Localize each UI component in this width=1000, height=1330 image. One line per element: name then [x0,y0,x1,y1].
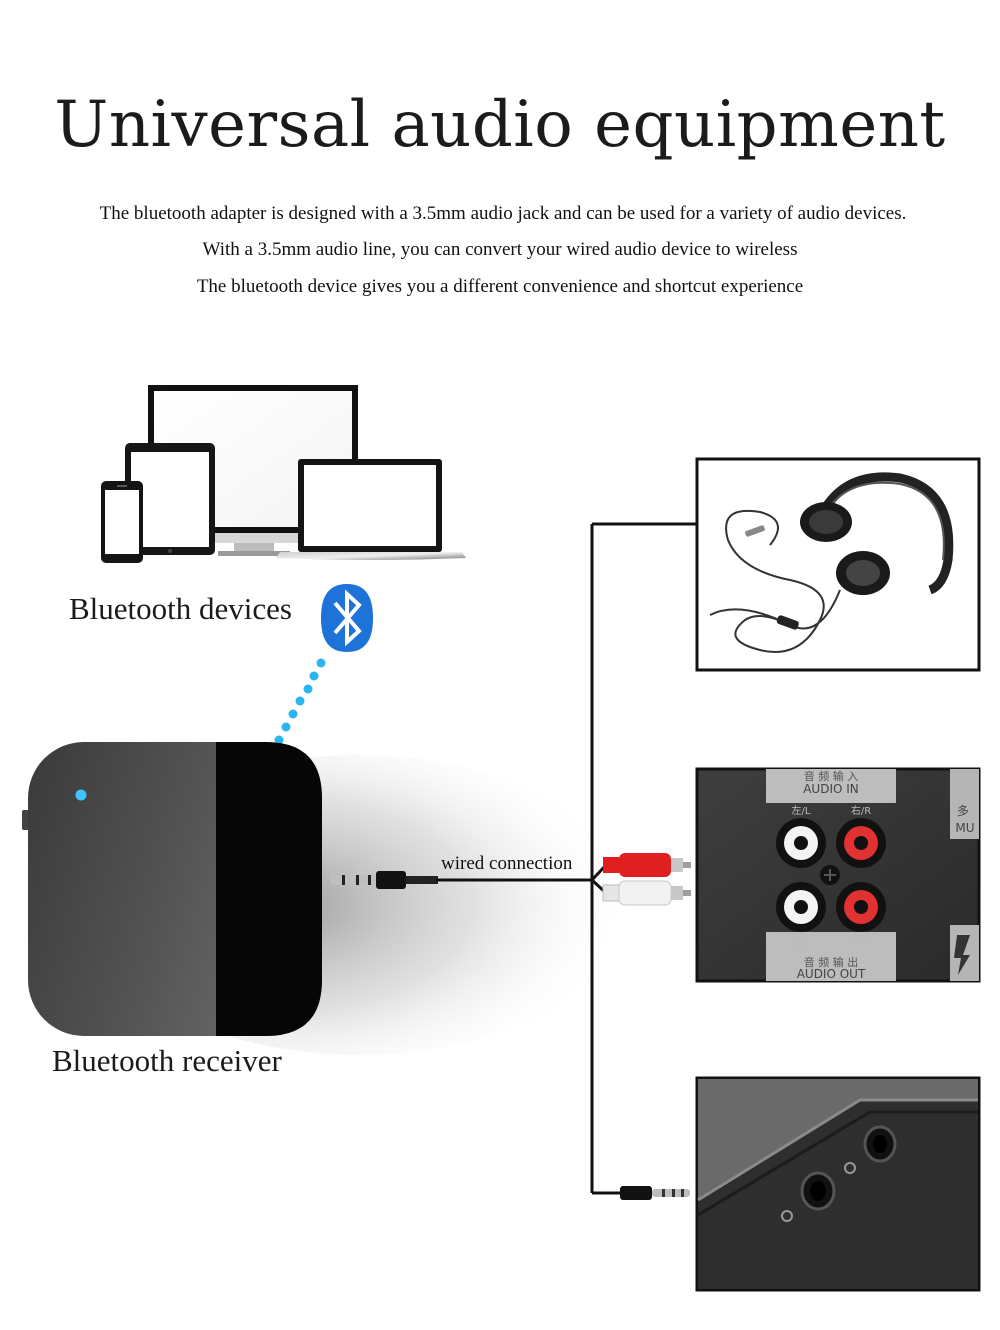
description-line-1: The bluetooth adapter is designed with a… [99,203,907,224]
laptop-ports-panel [695,1076,981,1292]
phone-icon [101,481,143,563]
rca-jack-left-in [776,818,826,868]
warning-icon [954,935,970,975]
rca-red-connector [603,853,691,877]
audio-in-label: AUDIO IN [803,782,859,796]
right-channel-label: 右/R [851,804,871,817]
microphone-port-icon [863,1125,897,1163]
wired-connection-cable [436,522,700,1195]
laptop-icon [276,459,466,560]
rca-jack-right-out [836,882,886,932]
bluetooth-devices-illustration [101,385,466,563]
wired-connection-label: wired connection [441,853,573,874]
bluetooth-receiver-illustration [22,742,630,1055]
bluetooth-icon [321,584,373,652]
audio-jack-plug [330,871,438,889]
audio-out-label: AUDIO OUT [797,967,866,981]
headphones-panel [695,457,981,672]
left-channel-out-label: 左/L [792,935,811,948]
right-channel-out-label: 右/R [851,931,871,944]
bluetooth-devices-label: Bluetooth devices [69,591,292,626]
page-title: Universal audio equipment [54,88,946,162]
left-channel-label: 左/L [792,804,811,817]
audio-in-cn-label: 音 频 输 入 [804,769,859,783]
headphones-icon [709,472,954,653]
speaker-panel: 音 频 输 入 AUDIO IN 左/L 右/R 左/L 右/R 音 频 输 出… [695,767,981,983]
rca-jack-right-in [836,818,886,868]
side-cn-label: 多 [957,804,969,818]
headphone-port-icon [800,1171,836,1211]
description-line-3: The bluetooth device gives you a differe… [196,276,804,297]
bluetooth-receiver-label: Bluetooth receiver [52,1043,282,1078]
status-led [75,789,87,801]
description-line-2: With a 3.5mm audio line, you can convert… [202,239,798,260]
headphone-symbol-icon [781,1210,793,1222]
audio-out-cn-label: 音 频 输 出 [804,955,859,969]
rca-white-connector [602,880,691,906]
audio-jack-plug-bottom [620,1186,690,1200]
rca-jack-left-out [776,882,826,932]
tablet-icon [125,443,215,555]
side-label: MU [955,821,974,835]
microphone-symbol-icon [844,1162,856,1174]
